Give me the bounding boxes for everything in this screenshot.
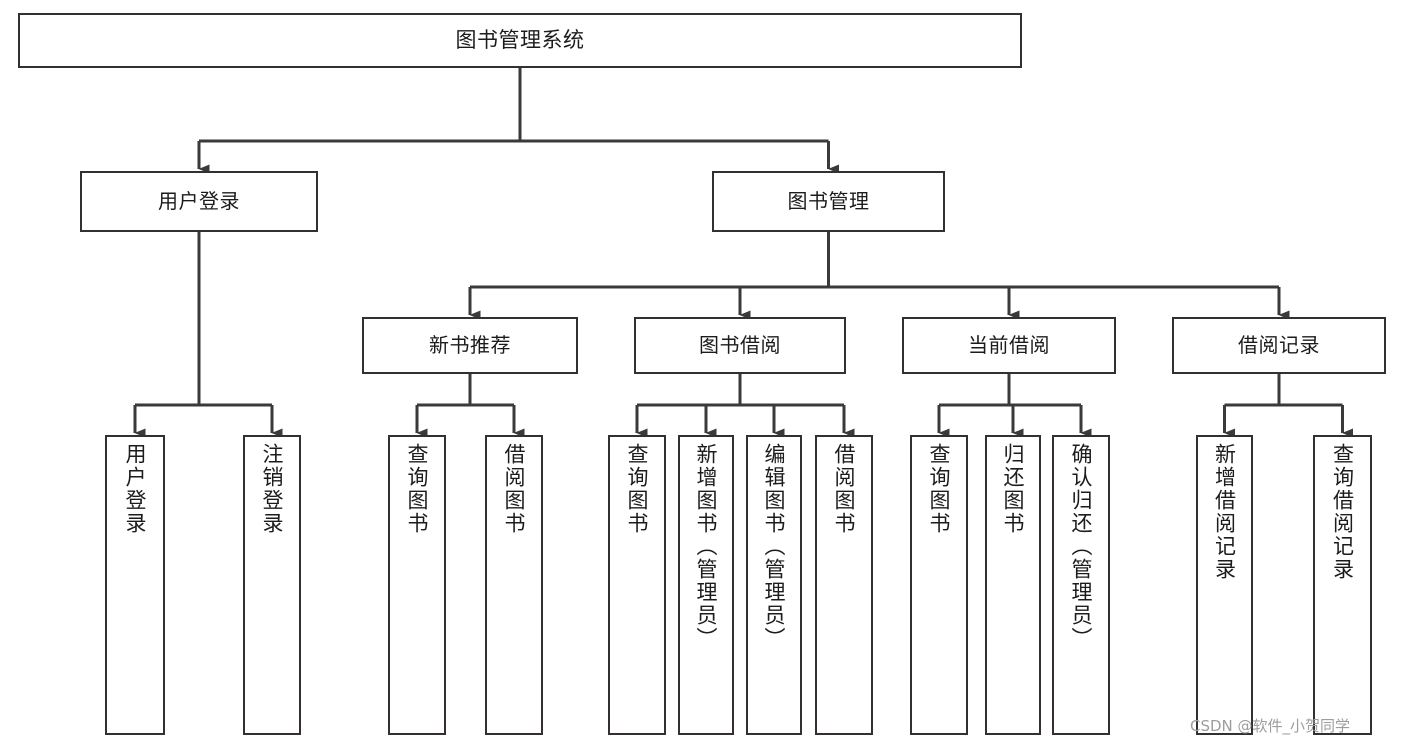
- edge-bus-records: [1224, 374, 1343, 407]
- node-l-rc-query[interactable]: 查询借阅记录: [1313, 435, 1372, 735]
- node-label: 用户登录: [123, 443, 148, 535]
- node-borrow[interactable]: 图书借阅: [634, 317, 846, 374]
- node-label: 图书管理系统: [455, 28, 585, 53]
- node-label: 新增图书（管理员）: [694, 443, 719, 650]
- node-label: 借阅记录: [1238, 332, 1320, 357]
- node-l-nb-query[interactable]: 查询图书: [388, 435, 446, 735]
- node-login[interactable]: 用户登录: [80, 171, 318, 232]
- node-label: 新增借阅记录: [1212, 443, 1237, 581]
- node-l-bw-query[interactable]: 查询图书: [608, 435, 666, 735]
- watermark-text: CSDN @软件_小贺同学: [1190, 717, 1351, 735]
- node-label: 图书管理: [787, 188, 870, 213]
- node-label: 借阅图书: [832, 443, 857, 535]
- edge-bus-current: [939, 374, 1081, 407]
- node-label: 图书借阅: [699, 332, 781, 357]
- edge-bus-borrow: [637, 374, 844, 407]
- edge-bus-login: [135, 232, 272, 407]
- node-l-nb-borrow[interactable]: 借阅图书: [485, 435, 543, 735]
- node-label: 编辑图书（管理员）: [762, 443, 787, 650]
- edge-bus-bookmgmt: [470, 232, 1279, 289]
- node-l-login[interactable]: 用户登录: [105, 435, 165, 735]
- node-root[interactable]: 图书管理系统: [18, 13, 1022, 68]
- node-label: 用户登录: [158, 188, 240, 213]
- node-label: 查询图书: [405, 443, 430, 535]
- node-bookmgmt[interactable]: 图书管理: [712, 171, 945, 232]
- node-newbook[interactable]: 新书推荐: [362, 317, 578, 374]
- node-l-bw-edit[interactable]: 编辑图书（管理员）: [746, 435, 802, 735]
- node-l-rc-add[interactable]: 新增借阅记录: [1196, 435, 1253, 735]
- edge-bus-root: [199, 68, 829, 143]
- node-label: 确认归还（管理员）: [1069, 443, 1094, 650]
- node-label: 注销登录: [260, 443, 285, 535]
- node-label: 查询借阅记录: [1330, 443, 1355, 581]
- node-l-cu-query[interactable]: 查询图书: [910, 435, 968, 735]
- node-label: 新书推荐: [429, 332, 511, 357]
- node-label: 查询图书: [625, 443, 650, 535]
- node-label: 归还图书: [1001, 443, 1026, 535]
- node-current[interactable]: 当前借阅: [902, 317, 1116, 374]
- edge-bus-newbook: [417, 374, 514, 407]
- node-records[interactable]: 借阅记录: [1172, 317, 1386, 374]
- node-label: 查询图书: [927, 443, 952, 535]
- node-l-cu-conf[interactable]: 确认归还（管理员）: [1052, 435, 1110, 735]
- node-l-bw-add[interactable]: 新增图书（管理员）: [678, 435, 734, 735]
- node-l-logout[interactable]: 注销登录: [243, 435, 301, 735]
- node-l-cu-return[interactable]: 归还图书: [985, 435, 1041, 735]
- node-label: 借阅图书: [502, 443, 527, 535]
- node-l-bw-borrow[interactable]: 借阅图书: [815, 435, 873, 735]
- node-label: 当前借阅: [968, 332, 1050, 357]
